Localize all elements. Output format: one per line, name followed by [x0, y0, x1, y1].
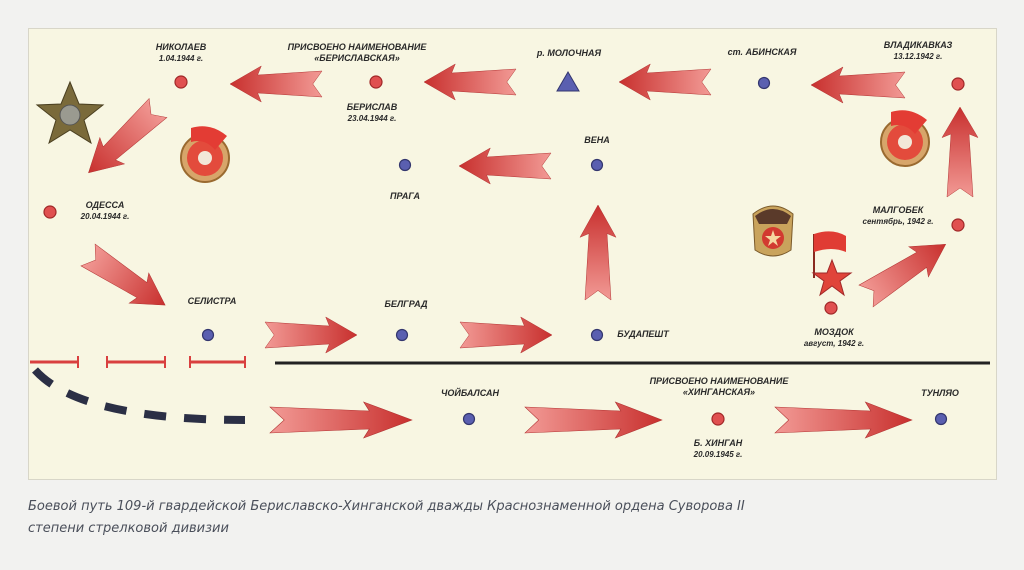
diagram-panel: [28, 28, 997, 480]
label-berislav-naming: ПРИСВОЕНО НАИМЕНОВАНИЕ«БЕРИСЛАВСКАЯ»: [288, 42, 427, 64]
place-date: 1.04.1944 г.: [158, 54, 204, 63]
red-banner-order-icon: [180, 126, 230, 183]
dot-khingan: [711, 412, 725, 426]
dot-praga: [398, 158, 412, 172]
blue-dots: [201, 76, 948, 426]
suvorov-order-star-icon: [35, 80, 105, 145]
place-date: 13.12.1942 г.: [893, 52, 943, 61]
arrow-selistra-to-belgrad: [264, 316, 358, 354]
place-date: август, 1942 г.: [803, 339, 865, 348]
place-name: МОЗДОК: [814, 327, 854, 337]
arrow-berislav-to-nikolaev: [229, 65, 323, 103]
triangle-molochnaya: [556, 71, 580, 92]
arrow-khingan-to-tunlyao: [774, 401, 913, 439]
arrow-odessa-to-selistra: [77, 239, 176, 321]
label-nikolaev: НИКОЛАЕВ 1.04.1944 г.: [156, 42, 206, 64]
place-name: р. МОЛОЧНАЯ: [536, 48, 602, 58]
label-malgobek: МАЛГОБЕК сентябрь, 1942 г.: [863, 205, 934, 227]
label-abinskaya: ст. АБИНСКАЯ: [728, 47, 797, 58]
red-dots: [43, 75, 965, 426]
label-choibalsan: ЧОЙБАЛСАН: [441, 388, 499, 399]
place-date: 23.04.1944 г.: [347, 114, 397, 123]
dot-mozdok: [824, 301, 838, 315]
place-date: 20.04.1944 г.: [80, 212, 130, 221]
naming-title: «ХИНГАНСКАЯ»: [682, 387, 756, 397]
label-tunlyao: ТУНЛЯО: [921, 388, 959, 399]
arrow-abinskaya-to-molochnaya: [618, 63, 712, 101]
arrow-choibalsan-to-khingan: [524, 401, 663, 439]
figure-caption: Боевой путь 109-й гвардейской Бериславск…: [28, 496, 988, 540]
dot-tunlyao: [934, 412, 948, 426]
label-molochnaya: р. МОЛОЧНАЯ: [537, 48, 601, 59]
red-flag-star-icon: [811, 231, 853, 297]
dot-belgrad: [395, 328, 409, 342]
dot-malgobek: [951, 218, 965, 232]
label-selistra: СЕЛИСТРА: [188, 296, 237, 307]
place-name: БЕЛГРАД: [384, 299, 428, 309]
label-praga: ПРАГА: [390, 191, 420, 202]
red-dashed-segments: [30, 356, 246, 368]
dot-berislav: [369, 75, 383, 89]
label-vena: ВЕНА: [584, 135, 610, 146]
label-belgrad: БЕЛГРАД: [385, 299, 428, 310]
red-banner-order-icon-2: [880, 110, 930, 167]
naming-text: ПРИСВОЕНО НАИМЕНОВАНИЕ: [287, 42, 427, 52]
arrow-malgobek-to-vladikavkaz: [941, 106, 979, 198]
caption-line-1: Боевой путь 109-й гвардейской Бериславск…: [28, 499, 745, 514]
arrow-budapest-to-vena: [579, 204, 617, 301]
caption-line-2: степени стрелковой дивизии: [28, 521, 229, 536]
place-name: ЧОЙБАЛСАН: [441, 388, 499, 398]
label-odessa: ОДЕССА 20.04.1944 г.: [81, 200, 130, 222]
label-budapest: БУДАПЕШТ: [617, 329, 668, 340]
arrow-to-choibalsan: [269, 401, 413, 439]
transfer-dashed-route: [32, 367, 246, 424]
place-name: БУДАПЕШТ: [617, 329, 669, 339]
dot-selistra: [201, 328, 215, 342]
guards-badge-icon: [752, 205, 794, 257]
label-berislav: БЕРИСЛАВ 23.04.1944 г.: [347, 102, 398, 124]
place-name: НИКОЛАЕВ: [155, 42, 207, 52]
dot-odessa: [43, 205, 57, 219]
label-khingan: Б. ХИНГАН 20.09.1945 г.: [694, 438, 743, 460]
dot-vladikavkaz: [951, 77, 965, 91]
place-name: ОДЕССА: [85, 200, 125, 210]
arrow-mozdok-to-malgobek: [855, 228, 956, 312]
label-vladikavkaz: ВЛАДИКАВКАЗ 13.12.1942 г.: [884, 40, 953, 62]
dot-budapest: [590, 328, 604, 342]
place-name: ТУНЛЯО: [921, 388, 959, 398]
dot-nikolaev: [174, 75, 188, 89]
place-name: ПРАГА: [390, 191, 420, 201]
place-date: сентябрь, 1942 г.: [862, 217, 934, 226]
naming-title: «БЕРИСЛАВСКАЯ»: [314, 53, 400, 63]
dot-abinskaya: [757, 76, 771, 90]
arrow-belgrad-to-budapest: [459, 316, 553, 354]
place-name: ВЕНА: [584, 135, 610, 145]
label-mozdok: МОЗДОК август, 1942 г.: [804, 327, 864, 349]
arrow-molochnaya-to-berislav: [423, 63, 517, 101]
dot-choibalsan: [462, 412, 476, 426]
dot-vena: [590, 158, 604, 172]
arrow-vladikavkaz-to-abinskaya: [810, 66, 906, 104]
arrow-vena-to-praga: [458, 147, 552, 185]
place-name: СЕЛИСТРА: [187, 296, 237, 306]
place-date: 20.09.1945 г.: [693, 450, 743, 459]
place-name: ВЛАДИКАВКАЗ: [883, 40, 953, 50]
place-name: ст. АБИНСКАЯ: [727, 47, 797, 57]
place-name: БЕРИСЛАВ: [346, 102, 398, 112]
place-name: МАЛГОБЕК: [872, 205, 924, 215]
place-name: Б. ХИНГАН: [693, 438, 743, 448]
label-khingan-naming: ПРИСВОЕНО НАИМЕНОВАНИЕ«ХИНГАНСКАЯ»: [650, 376, 789, 398]
naming-text: ПРИСВОЕНО НАИМЕНОВАНИЕ: [649, 376, 789, 386]
